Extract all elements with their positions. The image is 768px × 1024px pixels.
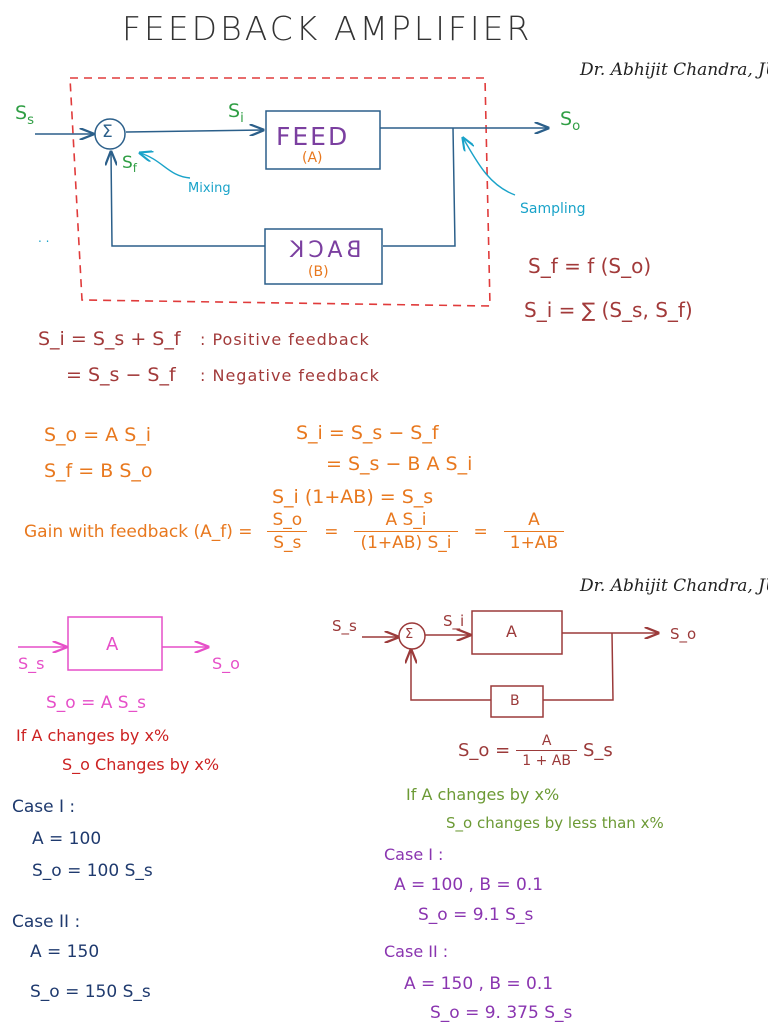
si-relation: S_i = ∑ (S_s, S_f) (524, 298, 693, 322)
input-signal-label: Ss (15, 102, 34, 128)
closed-loop-equation: S_o = A 1 + AB S_s (458, 733, 613, 769)
feed-block-label: FEED (276, 122, 350, 151)
closed-loop-case1-heading: Case I : (384, 845, 444, 864)
closed-loop-if-2: S_o changes by less than x% (446, 814, 664, 832)
derivation-step-2: = S_s − B A S_i (326, 453, 473, 475)
closed-loop-sigma: Σ (405, 627, 414, 642)
stray-dots: . . (38, 231, 50, 245)
author-credit-2: Dr. Abhijit Chandra, JU (580, 576, 768, 596)
closed-loop-case1-ab: A = 100 , B = 0.1 (394, 875, 544, 895)
closed-loop-si: S_i (443, 612, 465, 630)
sf-definition: S_f = B S_o (44, 460, 153, 482)
back-block-sublabel: (B) (308, 264, 329, 280)
gain-with-feedback: Gain with feedback (A_f) = S_o S_s = A S… (24, 512, 570, 552)
so-definition: S_o = A S_i (44, 424, 152, 446)
open-loop-case2-heading: Case II : (12, 912, 81, 932)
positive-feedback-eq: S_i = S_s + S_f (38, 328, 181, 350)
amplifier-boundary (69, 77, 491, 307)
closed-loop-wiring (362, 610, 658, 718)
derivation-step-3: S_i (1+AB) = S_s (272, 486, 434, 508)
open-loop-case1-heading: Case I : (12, 797, 76, 817)
closed-loop-case2-heading: Case II : (384, 942, 449, 961)
open-loop-if-2: S_o Changes by x% (62, 755, 220, 774)
open-loop-equation: S_o = A S_s (46, 693, 146, 713)
sigma-symbol: Σ (102, 122, 113, 142)
open-loop-wiring (18, 616, 208, 671)
closed-loop-input: S_s (332, 617, 357, 635)
sf-relation: S_f = f (S_o) (528, 254, 652, 278)
feed-block (265, 110, 381, 170)
negative-feedback-desc: : Negative feedback (200, 366, 380, 385)
back-block-label: BACK (286, 238, 362, 263)
feed-block-sublabel: (A) (302, 150, 323, 166)
closed-loop-case2-so: S_o = 9. 375 S_s (430, 1003, 573, 1023)
output-signal-label: So (560, 108, 581, 134)
closed-loop-block-b: B (510, 693, 520, 709)
open-loop-if-1: If A changes by x% (16, 726, 170, 745)
closed-loop-case2-ab: A = 150 , B = 0.1 (404, 974, 554, 994)
positive-feedback-desc: : Positive feedback (200, 330, 370, 349)
mixing-annotation: Mixing (188, 181, 231, 196)
gain-fraction-1: S_o S_s (267, 512, 309, 552)
sampling-annotation: Sampling (520, 201, 586, 217)
feedback-loop-wiring (35, 110, 548, 285)
gain-label: Gain with feedback (A_f) = (24, 521, 253, 542)
closed-loop-output: S_o (670, 625, 697, 643)
derivation-step-1: S_i = S_s − S_f (296, 422, 439, 444)
feedback-signal-label: Sf (122, 153, 137, 176)
open-loop-case2-so: S_o = 150 S_s (30, 982, 151, 1002)
open-loop-output: S_o (212, 654, 240, 673)
page-title: FEEDBACK AMPLIFIER (122, 9, 533, 48)
closed-loop-block-a: A (506, 622, 517, 641)
back-block (264, 228, 383, 285)
open-loop-case2-a: A = 150 (30, 942, 100, 962)
open-loop-block-label: A (106, 634, 119, 655)
negative-feedback-eq: = S_s − S_f (66, 364, 176, 386)
open-loop-block-a (67, 616, 163, 671)
gain-fraction-3: A 1+AB (503, 512, 565, 552)
gain-fraction-2: A S_i (1+AB) S_i (354, 512, 458, 552)
open-loop-case1-so: S_o = 100 S_s (32, 861, 153, 881)
author-credit: Dr. Abhijit Chandra, JU (580, 60, 768, 80)
closed-loop-case1-so: S_o = 9.1 S_s (418, 905, 534, 925)
open-loop-case1-a: A = 100 (32, 829, 102, 849)
error-signal-label: Si (228, 100, 244, 126)
open-loop-input: S_s (18, 654, 45, 673)
summing-junction (94, 118, 126, 150)
closed-loop-if-1: If A changes by x% (406, 785, 560, 804)
